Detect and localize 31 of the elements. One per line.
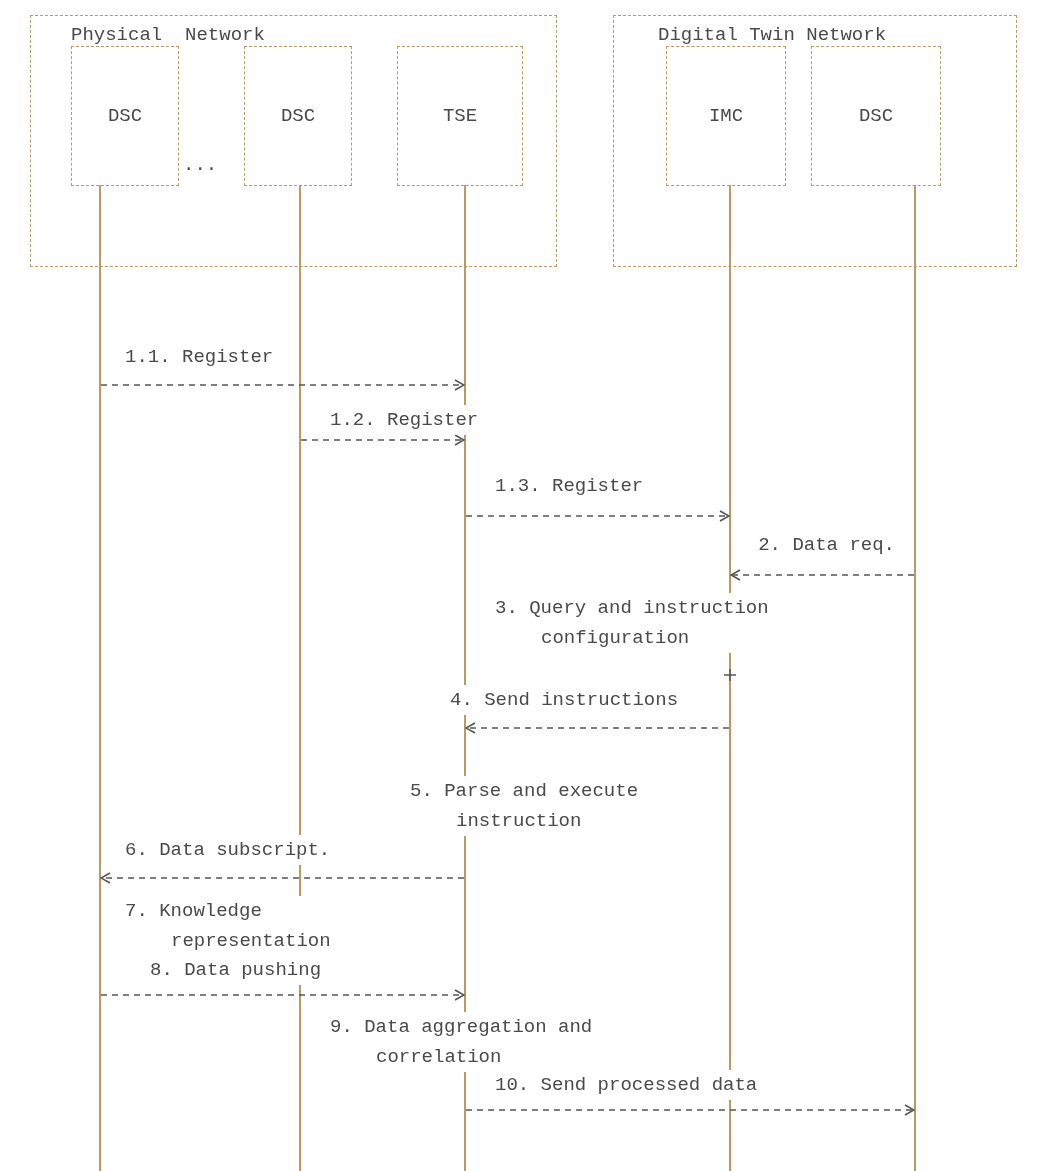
group-title: Physical Network <box>71 24 265 46</box>
participant-box <box>666 46 786 186</box>
participant-box <box>244 46 352 186</box>
message-arrow <box>465 1104 915 1116</box>
participant-box <box>397 46 523 186</box>
participant-name: DSC <box>858 105 894 127</box>
lifeline <box>299 185 301 1171</box>
message-arrow <box>465 722 730 734</box>
group-box <box>30 15 557 267</box>
message-label: 8. Data pushing <box>150 955 322 985</box>
message-arrow <box>100 989 465 1001</box>
message-arrow <box>730 569 915 581</box>
participant-box <box>71 46 179 186</box>
message-arrow <box>100 379 465 391</box>
participant-name: DSC <box>280 105 316 127</box>
lifeline <box>99 185 101 1171</box>
message-arrow <box>465 510 730 522</box>
lifeline <box>729 185 731 1171</box>
participant-name: TSE <box>442 105 478 127</box>
message-label: 4. Send instructions <box>450 685 679 715</box>
participant-name: DSC <box>107 105 143 127</box>
group-box <box>613 15 1017 267</box>
participant-name: IMC <box>708 105 744 127</box>
message-label: 1.2. Register <box>330 405 479 435</box>
ellipsis: ... <box>183 153 218 178</box>
message-label: 10. Send processed data <box>495 1070 758 1100</box>
group-title: Digital Twin Network <box>658 24 887 46</box>
participant-box <box>811 46 941 186</box>
lifeline <box>914 185 916 1171</box>
message-arrow <box>300 434 465 446</box>
message-arrow <box>100 872 465 884</box>
